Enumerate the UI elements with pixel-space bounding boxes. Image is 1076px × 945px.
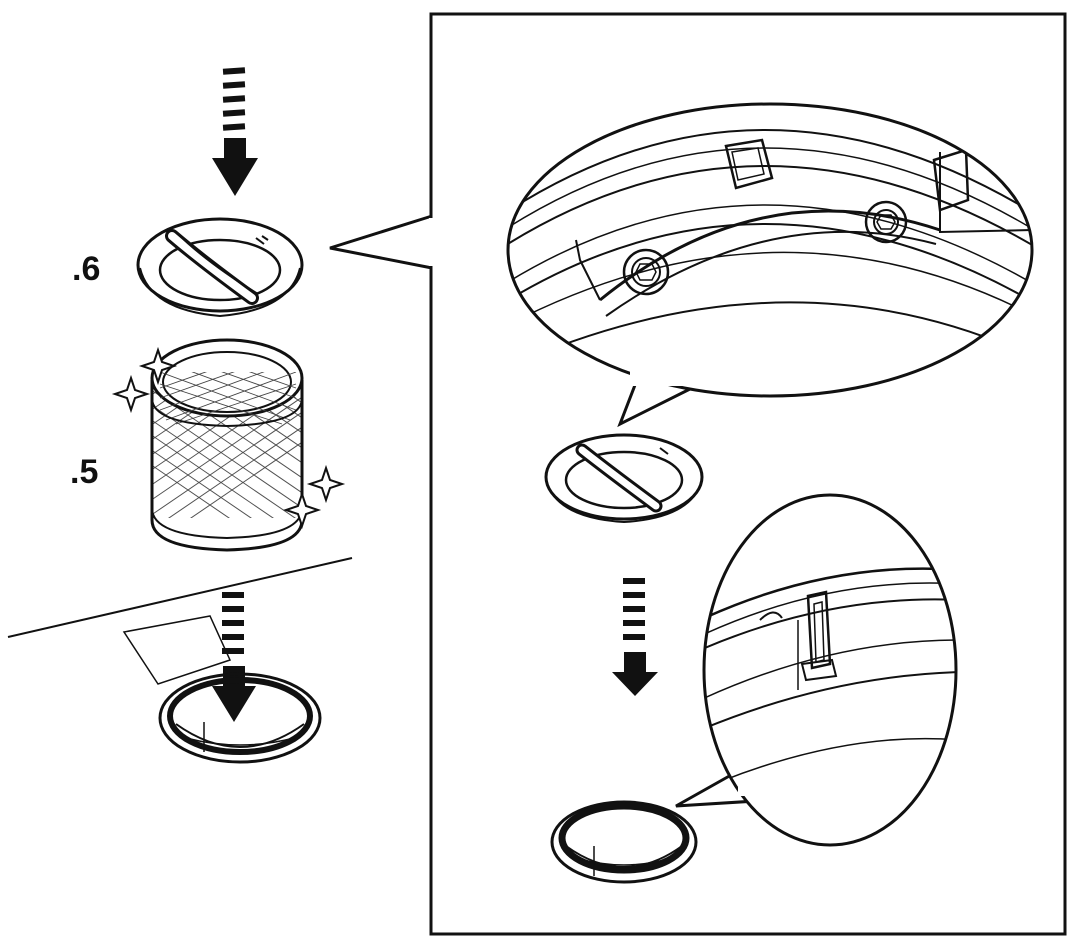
filter-cap-small: [544, 433, 704, 524]
step-5-label: .5: [70, 453, 99, 491]
filter-cap: [136, 217, 304, 318]
drain-opening-small: [550, 800, 698, 884]
step-6-label: .6: [72, 250, 101, 288]
drain-opening: [158, 672, 322, 764]
hex-screw-icon: [864, 200, 908, 244]
detail-panel: [329, 12, 1067, 936]
sparkle-icon: [111, 346, 346, 530]
down-arrow-icon: [212, 592, 256, 722]
down-arrow-icon: [612, 578, 658, 696]
hex-screw-icon: [622, 248, 670, 296]
tub-floor: [7, 557, 353, 685]
down-arrow-icon: [212, 67, 258, 196]
magnified-cap-detail: [506, 102, 1034, 428]
magnified-drain-detail: [675, 493, 958, 847]
mesh-filter: [150, 338, 304, 552]
